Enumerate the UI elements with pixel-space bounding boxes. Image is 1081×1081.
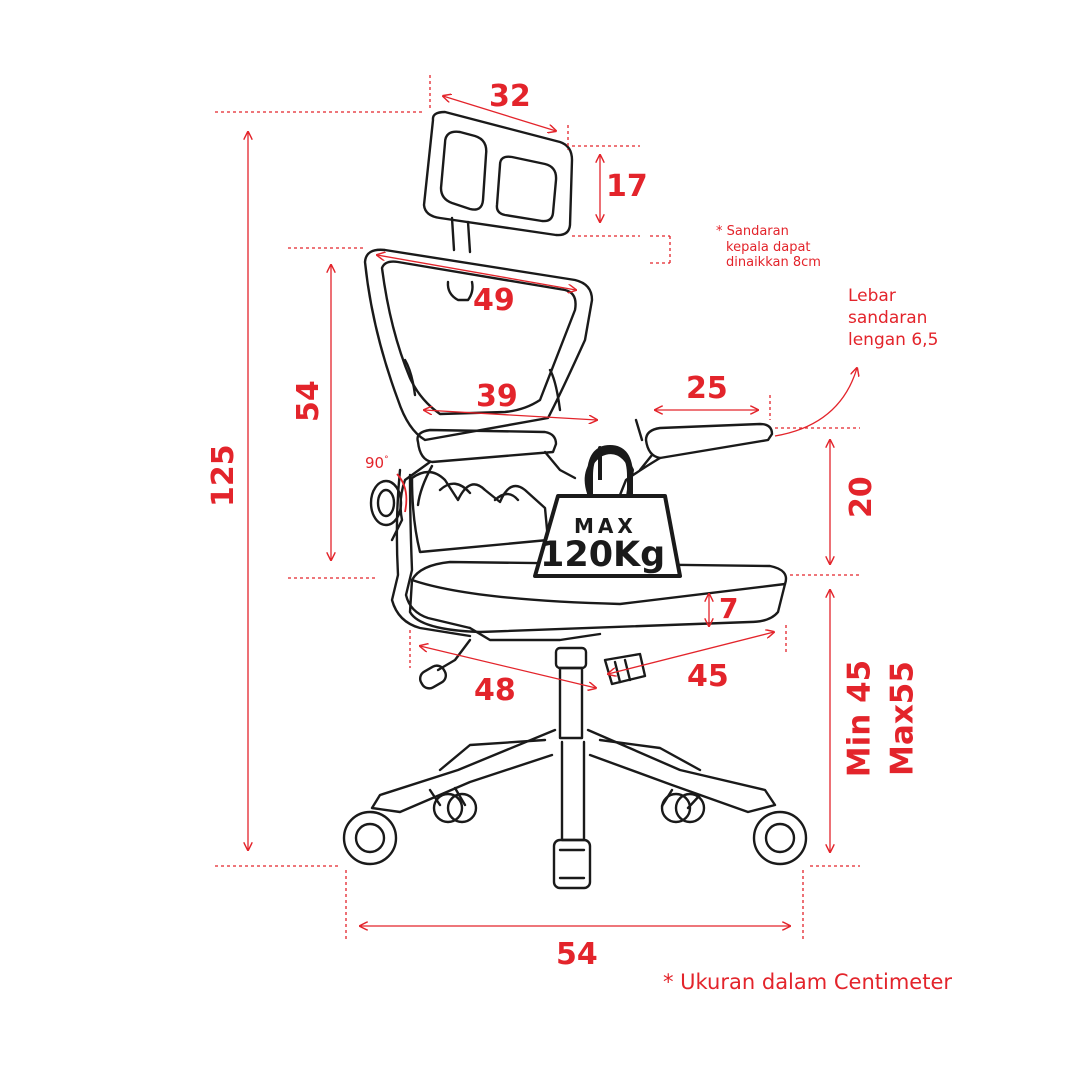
gas-lift (554, 646, 588, 740)
recline-angle-label: 90° (365, 454, 389, 472)
headrest-adjust-note: * Sandaran kepala dapat dinaikkan 8cm (716, 224, 821, 271)
headrest-note-line1: * Sandaran (716, 224, 789, 239)
units-note: * Ukuran dalam Centimeter (663, 970, 953, 994)
armrest-note-line1: Lebar (848, 286, 896, 306)
seat-thickness-label: 7 (719, 592, 739, 625)
armrest-height-label: 20 (844, 476, 879, 518)
armrest-length-label: 25 (686, 371, 728, 406)
star-base (370, 728, 777, 842)
seat (408, 560, 788, 642)
weight-badge-max: MAX (574, 514, 637, 538)
armrest-note-line2: sandaran (848, 307, 928, 328)
arrow-backrest-mid-width (424, 410, 597, 420)
arrow-headrest-width (443, 96, 556, 131)
backrest-height-label: 54 (291, 380, 326, 422)
arrow-seat-width (608, 632, 774, 674)
arrow-backrest-top-width (377, 255, 576, 290)
dimension-lines (215, 75, 860, 940)
headrest-height-label: 17 (606, 169, 648, 204)
armrest-width-note: Lebar sandaran lengan 6,5 (848, 286, 938, 351)
seat-height-min-label: Min 45 (841, 659, 878, 778)
base-width-label: 54 (556, 937, 598, 972)
seat-height-max-label: Max55 (884, 661, 921, 776)
headrest-note-line3: dinaikkan 8cm (726, 255, 821, 271)
arrow-seat-depth (420, 646, 596, 688)
seat-depth-label: 48 (474, 673, 516, 708)
seat-width-label: 45 (687, 659, 729, 694)
lumbar-section (390, 468, 550, 638)
guide-lines (215, 75, 860, 940)
right-armrest (616, 418, 774, 502)
weight-icon (533, 445, 682, 578)
backrest-mid-width-label: 39 (476, 379, 518, 414)
armrest-note-line3: lengan 6,5 (848, 329, 939, 350)
headrest-note-line2: kepala dapat (726, 239, 811, 255)
casters (342, 792, 808, 890)
arrow-armrest-width-callout (774, 368, 857, 437)
tilt-knob (603, 652, 647, 686)
headrest (422, 110, 574, 254)
arrow-recline-angle (396, 473, 408, 513)
backrest-top-width-label: 49 (473, 283, 515, 318)
total-height-label: 125 (206, 444, 241, 507)
weight-badge-capacity: 120Kg (540, 535, 666, 575)
headrest-width-label: 32 (489, 79, 531, 114)
left-armrest (390, 428, 577, 542)
